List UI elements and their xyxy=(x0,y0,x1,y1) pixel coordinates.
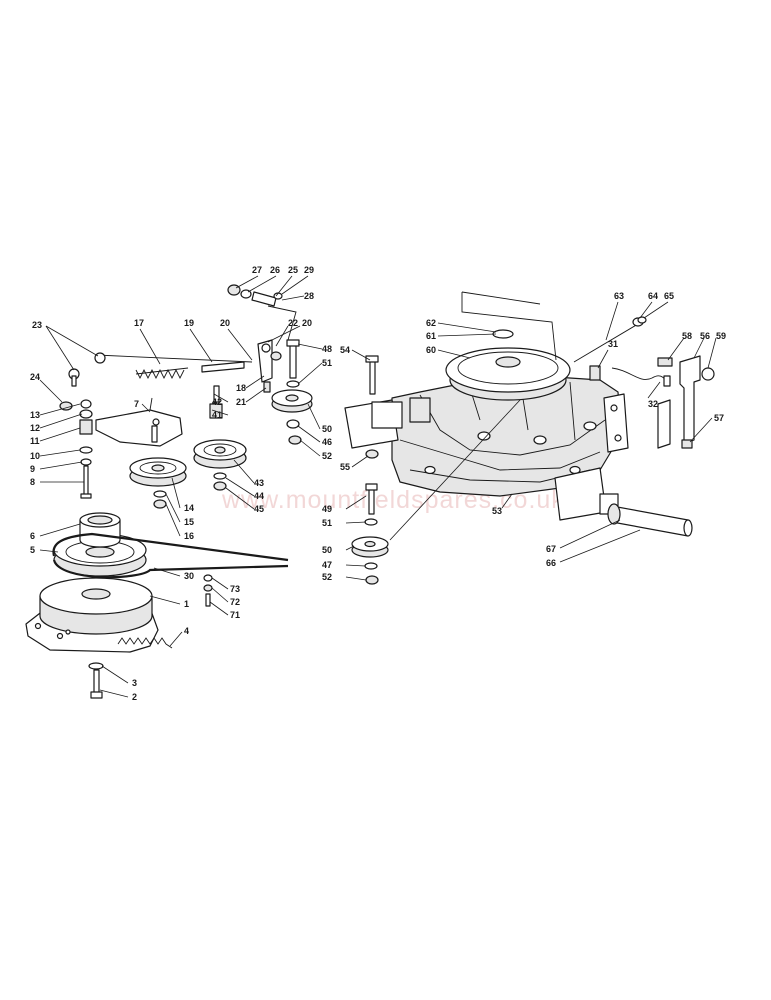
callout-13: 13 xyxy=(30,410,40,420)
callout-48: 48 xyxy=(322,344,332,354)
callout-73: 73 xyxy=(230,584,240,594)
callout-47: 47 xyxy=(322,560,332,570)
upper-idler-pulley xyxy=(271,339,313,445)
bolt-2 xyxy=(93,669,100,695)
callout-16: 16 xyxy=(184,531,194,541)
callout-28: 28 xyxy=(304,291,314,301)
callout-63: 63 xyxy=(614,291,624,301)
control-rod xyxy=(68,352,253,387)
callout-52: 52 xyxy=(322,451,332,461)
axle-shaft xyxy=(607,503,693,537)
callout-18: 18 xyxy=(236,383,246,393)
callout-62: 62 xyxy=(426,318,436,328)
callout-21: 21 xyxy=(236,397,246,407)
callout-20: 20 xyxy=(220,318,230,328)
callout-43: 43 xyxy=(254,478,264,488)
callout-22: 22 xyxy=(288,318,298,328)
callout-2: 2 xyxy=(132,692,137,702)
callout-1: 1 xyxy=(184,599,189,609)
callout-9: 9 xyxy=(30,464,35,474)
callout-42: 42 xyxy=(212,397,222,407)
nut-55 xyxy=(365,449,379,459)
callout-24: 24 xyxy=(30,372,40,382)
callout-6: 6 xyxy=(30,531,35,541)
bypass-rod xyxy=(461,291,557,361)
callout-61: 61 xyxy=(426,331,436,341)
callout-45: 45 xyxy=(254,504,264,514)
callout-31: 31 xyxy=(608,339,618,349)
callout-71: 71 xyxy=(230,610,240,620)
callout-55: 55 xyxy=(340,462,350,472)
callout-72: 72 xyxy=(230,597,240,607)
callout-32: 32 xyxy=(648,399,658,409)
bolt-54 xyxy=(369,359,376,395)
callout-64: 64 xyxy=(648,291,658,301)
clutch-spring xyxy=(117,637,173,649)
callout-41: 41 xyxy=(212,410,222,420)
callout-10: 10 xyxy=(30,451,40,461)
callout-58: 58 xyxy=(682,331,692,341)
callout-19: 19 xyxy=(184,318,194,328)
engine-pulley xyxy=(53,512,147,577)
washer-3 xyxy=(88,662,104,670)
callout-46: 46 xyxy=(322,437,332,447)
neutral-sensor xyxy=(589,365,671,387)
callout-60: 60 xyxy=(426,345,436,355)
bolt-stack-left xyxy=(59,399,93,499)
callout-20b: 20 xyxy=(302,318,312,328)
callout-57: 57 xyxy=(714,413,724,423)
callout-7: 7 xyxy=(134,399,139,409)
callout-23: 23 xyxy=(32,320,42,330)
callout-8: 8 xyxy=(30,477,35,487)
idler-pulley-43 xyxy=(193,439,247,491)
callout-26: 26 xyxy=(270,265,280,275)
spacer-72 xyxy=(203,584,213,592)
upper-linkage xyxy=(227,284,297,393)
callout-59: 59 xyxy=(716,331,726,341)
brake-bracket xyxy=(657,355,715,449)
transaxle-housing xyxy=(344,375,629,521)
callout-66: 66 xyxy=(546,558,556,568)
lower-idler-pulley xyxy=(351,483,389,585)
callout-3: 3 xyxy=(132,678,137,688)
callout-44: 44 xyxy=(254,491,264,501)
washer-73 xyxy=(203,574,213,582)
callout-14: 14 xyxy=(184,503,194,513)
callout-50b: 50 xyxy=(322,545,332,555)
callout-53: 53 xyxy=(492,506,502,516)
callout-25: 25 xyxy=(288,265,298,275)
callout-27: 27 xyxy=(252,265,262,275)
callout-49: 49 xyxy=(322,504,332,514)
callout-50: 50 xyxy=(322,424,332,434)
callout-30: 30 xyxy=(184,571,194,581)
callout-5: 5 xyxy=(30,545,35,555)
bolt-71 xyxy=(205,593,211,607)
idler-pulley-14 xyxy=(129,457,187,509)
idler-bracket xyxy=(95,397,183,447)
callout-29: 29 xyxy=(304,265,314,275)
callout-52b: 52 xyxy=(322,572,332,582)
callout-4: 4 xyxy=(184,626,189,636)
leader-lines xyxy=(39,275,717,698)
transaxle-pulley xyxy=(445,329,571,401)
callout-17: 17 xyxy=(134,318,144,328)
callout-67: 67 xyxy=(546,544,556,554)
callout-65: 65 xyxy=(664,291,674,301)
callout-51b: 51 xyxy=(322,518,332,528)
callout-51: 51 xyxy=(322,358,332,368)
callout-labels: 1 2 3 4 5 6 7 8 9 10 11 12 13 14 15 16 1… xyxy=(30,265,726,702)
electric-clutch xyxy=(25,577,159,653)
callout-56: 56 xyxy=(700,331,710,341)
callout-15: 15 xyxy=(184,517,194,527)
callout-12: 12 xyxy=(30,423,40,433)
callout-54: 54 xyxy=(340,345,350,355)
callout-11: 11 xyxy=(30,436,40,446)
